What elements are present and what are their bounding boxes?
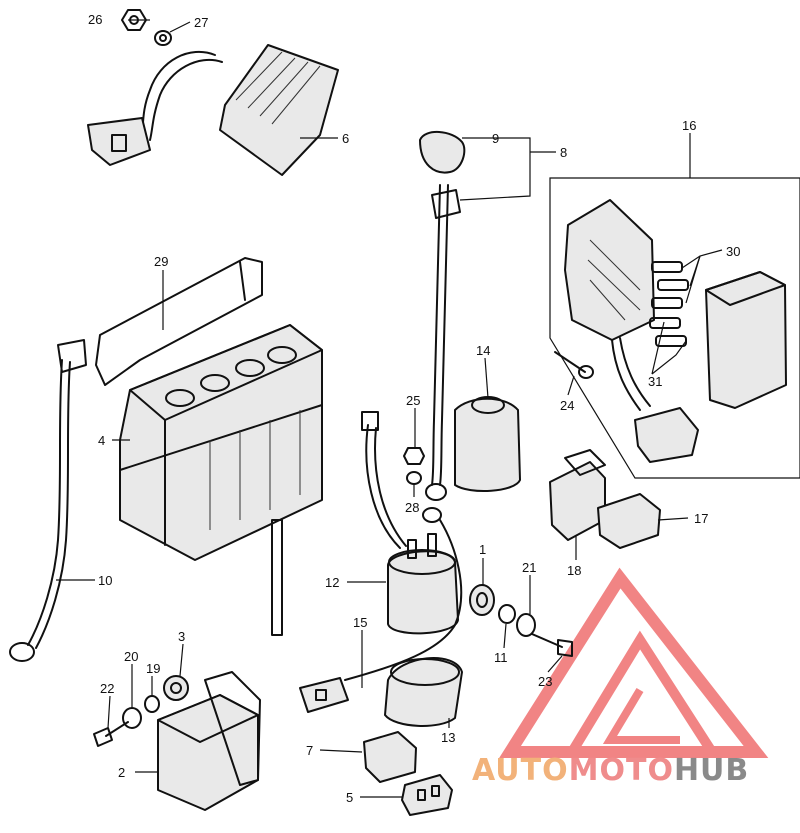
callout-25: 25	[406, 393, 420, 408]
callout-15: 15	[353, 615, 367, 630]
callout-1: 1	[479, 542, 486, 557]
part-2-relay-unit	[157, 671, 261, 811]
leader-lines	[56, 19, 723, 798]
part-13-rubber-mount	[384, 657, 463, 727]
logo-inner-triangle	[563, 630, 722, 757]
callout-6: 6	[342, 131, 349, 146]
callout-26: 26	[88, 12, 102, 27]
logo-text-moto: MOTO	[569, 753, 674, 788]
callout-24: 24	[560, 398, 574, 413]
callout-10: 10	[98, 573, 112, 588]
part-15-connector	[299, 677, 349, 713]
logo-text-auto: AUTO	[472, 753, 569, 788]
callout-16: 16	[682, 118, 696, 133]
callout-labels: 26 27 6 9 8 16 29 30 14 31 25 24 4 28 17…	[88, 12, 740, 805]
part-30-fuses	[651, 261, 689, 309]
part-31-fuses	[649, 317, 687, 347]
callout-30: 30	[726, 244, 740, 259]
part-8-positive-cable	[425, 184, 461, 501]
part-29-battery-strap	[95, 257, 263, 386]
callout-13: 13	[441, 730, 455, 745]
fuse-box-lid	[705, 271, 787, 409]
automotohub-logo	[499, 567, 769, 758]
callout-27: 27	[194, 15, 208, 30]
callout-3: 3	[178, 629, 185, 644]
callout-19: 19	[146, 661, 160, 676]
part-5-connector	[401, 774, 453, 816]
part-21-washer	[516, 613, 536, 637]
callout-18: 18	[567, 563, 581, 578]
callout-17: 17	[694, 511, 708, 526]
logo-outer-triangle	[499, 567, 769, 758]
part-24-screw	[554, 351, 594, 379]
part-9-terminal-cap	[419, 131, 466, 174]
callout-20: 20	[124, 649, 138, 664]
callout-23: 23	[538, 674, 552, 689]
part-1-grommet	[469, 584, 495, 616]
callout-12: 12	[325, 575, 339, 590]
callout-5: 5	[346, 790, 353, 805]
part-7-relay	[363, 731, 417, 783]
callout-9: 9	[492, 131, 499, 146]
callout-11: 11	[494, 650, 508, 665]
callout-14: 14	[476, 343, 490, 358]
part-10-ground-cable	[9, 339, 87, 662]
part-6-regulator	[87, 44, 339, 176]
part-23-bolt	[531, 633, 573, 657]
part-16-fuse-box-boundary	[549, 177, 800, 479]
part-19-collar	[144, 695, 160, 713]
part-12-starter-relay	[344, 411, 463, 681]
callout-4: 4	[98, 433, 105, 448]
part-18-bracket	[549, 449, 606, 541]
logo-inner-stroke	[602, 687, 680, 744]
logo-text-hub: HUB	[674, 753, 749, 788]
part-22-bolt	[93, 721, 129, 747]
part-27-washer	[154, 30, 172, 46]
callout-22: 22	[100, 681, 114, 696]
part-20-washer	[122, 707, 142, 729]
part-25-nut	[403, 447, 425, 465]
callout-7: 7	[306, 743, 313, 758]
svg-text:AUTOMOTOHUB: AUTOMOTOHUB	[472, 753, 749, 788]
callout-29: 29	[154, 254, 168, 269]
part-4-battery	[119, 324, 323, 636]
part-16-fuse-box	[564, 199, 699, 463]
part-14-rubber-cover	[454, 396, 521, 492]
callout-28: 28	[405, 500, 419, 515]
callout-8: 8	[560, 145, 567, 160]
callout-21: 21	[522, 560, 536, 575]
callout-31: 31	[648, 374, 662, 389]
part-28-washer	[406, 471, 422, 485]
part-17-relay	[597, 493, 661, 549]
part-3-bushing	[163, 675, 189, 701]
part-11-collar	[498, 604, 516, 624]
callout-2: 2	[118, 765, 125, 780]
